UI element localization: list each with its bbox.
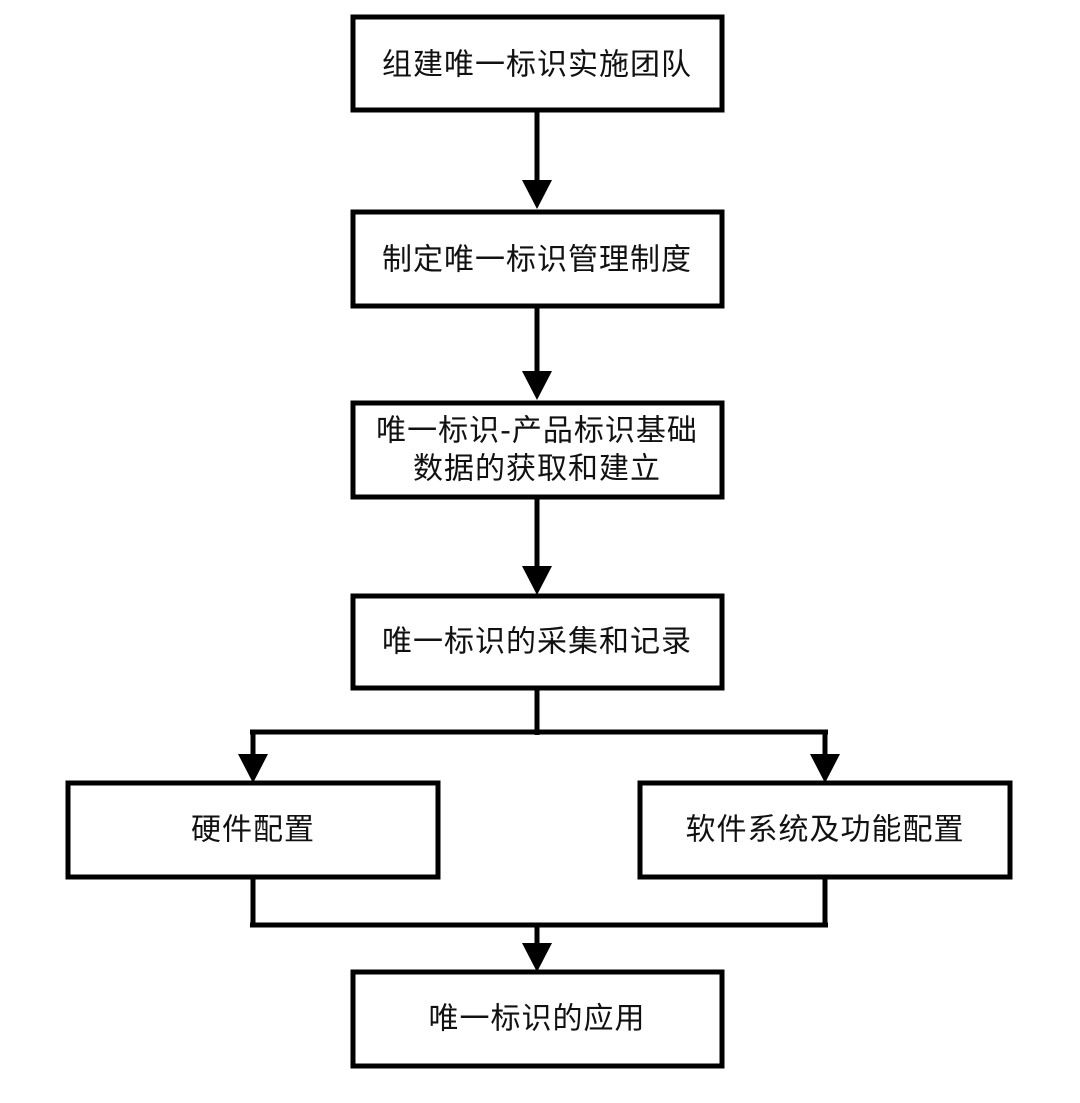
node-box [350,969,725,1069]
node-box [350,14,725,113]
edge-merge-to-n7 [250,922,828,972]
arrow-head-icon [238,754,268,783]
arrow-head-icon [522,371,552,400]
edge-split-to-n5 [238,732,268,783]
node-label: 组建唯一标识实施团队 [382,48,692,83]
flowchart-node-team[interactable]: 组建唯一标识实施团队 [350,14,725,113]
flowchart-node-collection-record[interactable]: 唯一标识的采集和记录 [350,593,725,691]
node-label: 制定唯一标识管理制度 [382,243,692,278]
flowchart-node-hardware-config[interactable]: 硬件配置 [65,780,441,880]
edge-n4-to-split [250,688,828,735]
node-box [350,593,725,691]
node-label-line2: 数据的获取和建立 [413,452,661,487]
flowchart-node-management-system[interactable]: 制定唯一标识管理制度 [350,209,725,309]
arrow-head-icon [522,566,552,595]
node-box [350,400,725,500]
node-box [350,209,725,309]
node-label: 唯一标识的采集和记录 [382,625,692,660]
node-box [65,780,441,880]
arrow-head-icon [810,754,840,783]
arrow-head-icon [522,180,552,209]
node-label-line1: 唯一标识-产品标识基础 [376,414,698,449]
flowchart-node-base-data[interactable]: 唯一标识-产品标识基础 数据的获取和建立 [350,400,725,500]
flowchart-node-software-config[interactable]: 软件系统及功能配置 [637,780,1013,880]
edge-n2-to-n3 [522,306,552,400]
edge-n3-to-n4 [522,497,552,595]
arrow-head-icon [522,943,552,972]
node-label: 唯一标识的应用 [429,1002,646,1037]
node-label: 硬件配置 [191,813,315,848]
flowchart-node-application[interactable]: 唯一标识的应用 [350,969,725,1069]
edge-n1-to-n2 [522,110,552,209]
node-label: 软件系统及功能配置 [686,813,965,848]
node-box [637,780,1013,880]
edge-split-to-n6 [810,732,840,783]
